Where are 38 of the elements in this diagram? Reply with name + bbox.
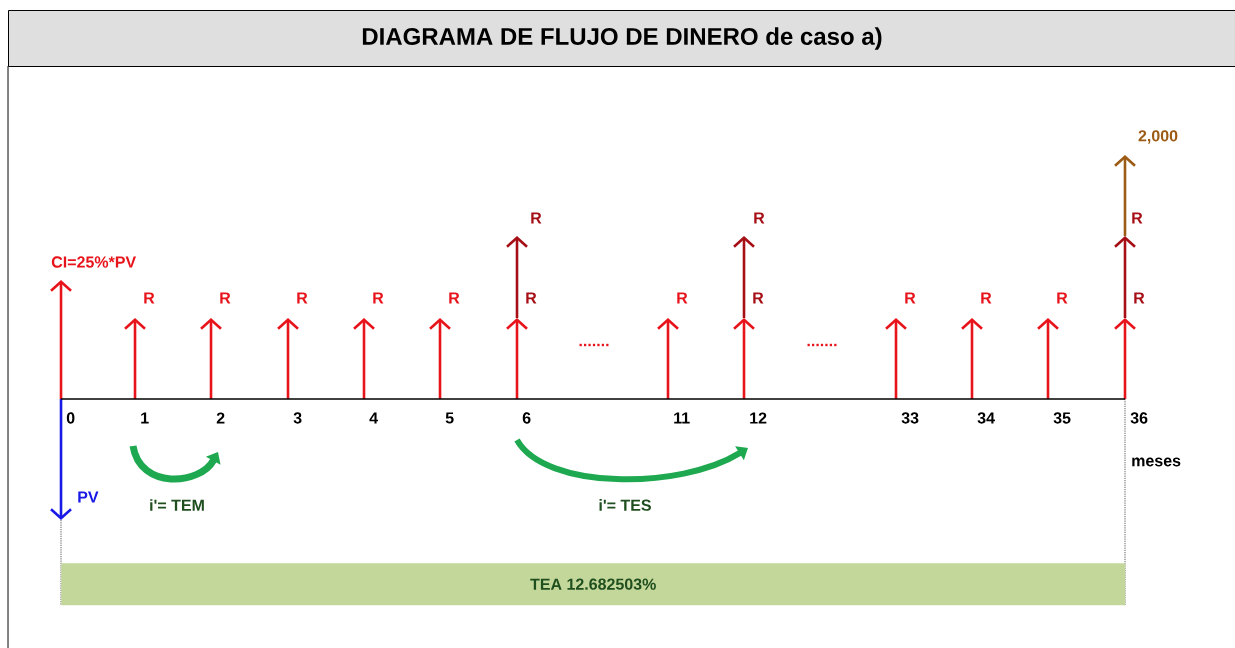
axis-label: 6 (522, 412, 531, 424)
flow-label: R (981, 292, 992, 304)
axis-label: 1 (141, 412, 149, 424)
flow-label: R (677, 292, 688, 304)
axis-label: 2 (216, 412, 225, 424)
axis-label: 3 (293, 412, 302, 424)
flow-label: R (220, 292, 231, 304)
axis-label: 11 (674, 412, 690, 424)
flow-label: R (526, 292, 537, 304)
axis-label: 12 (750, 412, 767, 424)
flow-label: R (449, 292, 460, 304)
flow-label: R (754, 212, 765, 224)
flow-label: PV (78, 491, 99, 503)
flow-label: R (1134, 292, 1145, 304)
axis-label: 5 (445, 412, 454, 424)
axis-label: 33 (901, 412, 919, 424)
flow-label: 2,000 (1138, 130, 1178, 144)
flow-label: i'= TES (599, 499, 651, 511)
rate-band: TEA 12.682503% (61, 563, 1126, 606)
flow-label: i'= TEM (150, 499, 204, 511)
flow-label: R (373, 292, 384, 304)
flow-label: R (905, 292, 916, 304)
ellipsis: ....... (579, 343, 609, 347)
axis-label: meses (1132, 457, 1181, 467)
axis-label: 36 (1130, 412, 1148, 424)
axis-label: 35 (1053, 412, 1071, 424)
flow-label: R (1057, 292, 1068, 304)
flow-label: R (531, 212, 542, 224)
flow-label: R (1132, 212, 1143, 224)
title-bar: DIAGRAMA DE FLUJO DE DINERO de caso a) (8, 10, 1235, 67)
axis-label: 34 (977, 412, 995, 424)
flow-label: R (144, 292, 155, 304)
flow-label: R (753, 292, 764, 304)
flow-label: R (297, 292, 308, 304)
axis-label: 0 (66, 412, 75, 424)
flow-label: CI=25%*PV (51, 256, 136, 268)
axis-label: 4 (369, 412, 378, 424)
ellipsis: ....... (807, 343, 837, 347)
